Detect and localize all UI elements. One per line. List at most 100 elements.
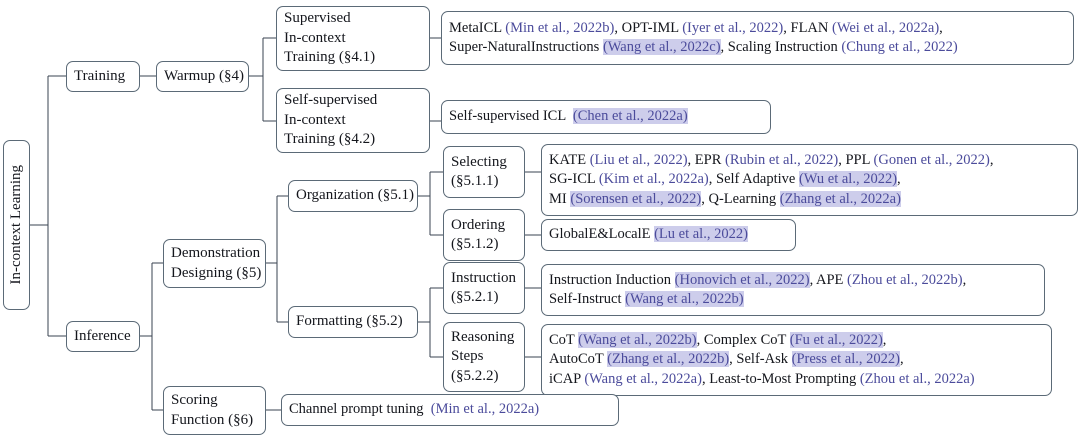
method-name: MetaICL: [449, 19, 506, 36]
citation: (Kim et al., 2022a): [598, 171, 709, 188]
leaf-scoring-methods[interactable]: Channel prompt tuning (Min et al., 2022a…: [281, 394, 619, 426]
citation: (Zhang et al., 2022a): [779, 190, 901, 207]
node-self-supervised-ict-line3: Training (§4.2): [284, 131, 376, 148]
citation: (Wang et al., 2022c): [602, 39, 721, 55]
citation: (Lu et al., 2022): [654, 226, 748, 243]
node-self-supervised-ict-line2: In-context: [284, 111, 346, 128]
method-name: ,: [989, 152, 994, 169]
method-name: CoT: [549, 332, 579, 349]
method-name: ,: [939, 19, 943, 36]
method-name: ,: [962, 271, 967, 288]
node-formatting[interactable]: Formatting (§5.2): [288, 306, 418, 338]
node-organization-label: Organization (§5.1): [296, 187, 415, 204]
node-self-supervised-ict-line1: Self-supervised: [284, 92, 378, 109]
citation: (Rubin et al., 2022): [725, 152, 839, 169]
citation: (Chung et al., 2022): [841, 39, 958, 55]
node-supervised-ict-line1: Supervised: [284, 10, 351, 27]
leaf-line: iCAP (Wang et al., 2022a), Least-to-Most…: [549, 370, 1044, 389]
node-reasoning-steps-line1: Reasoning: [451, 328, 515, 345]
citation: (Iyer et al., 2022): [682, 19, 784, 36]
root-label: In-context Learning: [7, 165, 24, 285]
citation: (Sorensen et al., 2022): [570, 190, 702, 207]
node-instruction-line2: (§5.2.1): [451, 289, 499, 305]
method-name: , Q-Learning: [701, 190, 780, 207]
node-inference[interactable]: Inference: [66, 321, 140, 352]
citation: (Wang et al., 2022a): [584, 370, 702, 387]
citation: (Gonen et al., 2022): [873, 152, 990, 169]
leaf-line: CoT (Wang et al., 2022b), Complex CoT (F…: [549, 331, 1044, 350]
citation: (Honovich et al., 2022): [674, 271, 810, 288]
node-reasoning-steps-line2: Steps: [451, 348, 484, 365]
leaf-selecting-methods[interactable]: KATE (Liu et al., 2022), EPR (Rubin et a…: [541, 144, 1078, 216]
leaf-line: MI (Sorensen et al., 2022), Q-Learning (…: [549, 190, 1070, 209]
method-name: Instruction Induction: [549, 271, 675, 288]
node-instruction[interactable]: Instruction (§5.2.1): [443, 262, 525, 314]
citation: (Zhou et al., 2022a): [859, 370, 975, 387]
method-name: Self-supervised ICL: [449, 108, 573, 125]
node-selecting-line2: (§5.1.1): [451, 173, 499, 189]
node-formatting-label: Formatting (§5.2): [296, 313, 403, 330]
leaf-line: KATE (Liu et al., 2022), EPR (Rubin et a…: [549, 151, 1070, 170]
citation: (Fu et al., 2022): [789, 332, 883, 349]
node-root-in-context-learning[interactable]: In-context Learning: [3, 140, 30, 310]
method-name: ,: [897, 171, 901, 188]
leaf-line: Self-Instruct (Wang et al., 2022b): [549, 290, 1037, 309]
citation: (Min et al., 2022b): [505, 19, 615, 36]
method-name: , Least-to-Most Prompting: [701, 370, 860, 387]
citation: (Wang et al., 2022b): [625, 291, 744, 307]
node-ordering-line2: (§5.1.2): [451, 236, 499, 252]
leaf-line: Channel prompt tuning (Min et al., 2022a…: [289, 400, 611, 419]
node-organization[interactable]: Organization (§5.1): [288, 180, 418, 212]
leaf-instruction-methods[interactable]: Instruction Induction (Honovich et al., …: [541, 264, 1045, 316]
method-name: , Self Adaptive: [708, 171, 799, 188]
node-reasoning-steps[interactable]: Reasoning Steps (§5.2.2): [443, 322, 525, 392]
method-name: , PPL: [838, 152, 874, 169]
leaf-line: MetaICL (Min et al., 2022b), OPT-IML (Iy…: [449, 19, 1066, 38]
node-ordering-line1: Ordering: [451, 216, 506, 233]
node-scoring-function-line2: Function (§6): [171, 411, 254, 428]
leaf-reasoning-steps-methods[interactable]: CoT (Wang et al., 2022b), Complex CoT (F…: [541, 324, 1052, 396]
node-warmup[interactable]: Warmup (§4): [156, 61, 249, 92]
leaf-line: AutoCoT (Zhang et al., 2022b), Self-Ask …: [549, 350, 1044, 369]
method-name: KATE: [549, 152, 590, 169]
node-supervised-ict-line2: In-context: [284, 29, 346, 46]
node-selecting[interactable]: Selecting (§5.1.1): [443, 146, 525, 198]
method-name: Self-Instruct: [549, 291, 626, 307]
node-self-supervised-in-context-training[interactable]: Self-supervised In-context Training (§4.…: [276, 88, 430, 153]
leaf-line: GlobalE&LocalE (Lu et al., 2022): [549, 225, 788, 244]
node-training[interactable]: Training: [66, 61, 140, 92]
citation: (Wu et al., 2022): [798, 171, 898, 188]
node-supervised-in-context-training[interactable]: Supervised In-context Training (§4.1): [276, 6, 430, 71]
citation: (Min et al., 2022a): [430, 401, 540, 418]
method-name: , Self-Ask: [729, 351, 792, 368]
node-training-label: Training: [74, 67, 126, 84]
node-scoring-function-line1: Scoring: [171, 392, 218, 408]
method-name: Channel prompt tuning: [289, 401, 431, 418]
citation: (Liu et al., 2022): [589, 152, 688, 169]
node-demonstration-designing-line2: Designing (§5): [171, 264, 262, 281]
node-reasoning-steps-line3: (§5.2.2): [451, 367, 499, 384]
node-warmup-label: Warmup (§4): [164, 67, 245, 84]
citation: (Zhou et al., 2022b): [847, 271, 963, 288]
node-scoring-function[interactable]: Scoring Function (§6): [163, 386, 266, 435]
node-ordering[interactable]: Ordering (§5.1.2): [443, 209, 525, 261]
method-name: , Complex CoT: [696, 332, 790, 349]
method-name: , Scaling Instruction: [720, 39, 842, 55]
node-supervised-ict-line3: Training (§4.1): [284, 49, 376, 66]
citation: (Press et al., 2022): [791, 351, 900, 368]
method-name: , OPT-IML: [614, 19, 683, 36]
leaf-line: SG-ICL (Kim et al., 2022a), Self Adaptiv…: [549, 170, 1070, 189]
leaf-ordering-methods[interactable]: GlobalE&LocalE (Lu et al., 2022): [541, 219, 796, 251]
leaf-supervised-ict-methods[interactable]: MetaICL (Min et al., 2022b), OPT-IML (Iy…: [441, 11, 1074, 65]
method-name: , EPR: [687, 152, 726, 169]
method-name: Super-NaturalInstructions: [449, 39, 603, 55]
method-name: MI: [549, 190, 571, 207]
node-instruction-line1: Instruction: [451, 269, 516, 286]
method-name: ,: [882, 332, 887, 349]
leaf-self-supervised-ict-methods[interactable]: Self-supervised ICL (Chen et al., 2022a): [441, 100, 771, 134]
node-inference-label: Inference: [74, 327, 131, 344]
node-demonstration-designing[interactable]: Demonstration Designing (§5): [163, 239, 266, 288]
method-name: iCAP: [549, 370, 585, 387]
